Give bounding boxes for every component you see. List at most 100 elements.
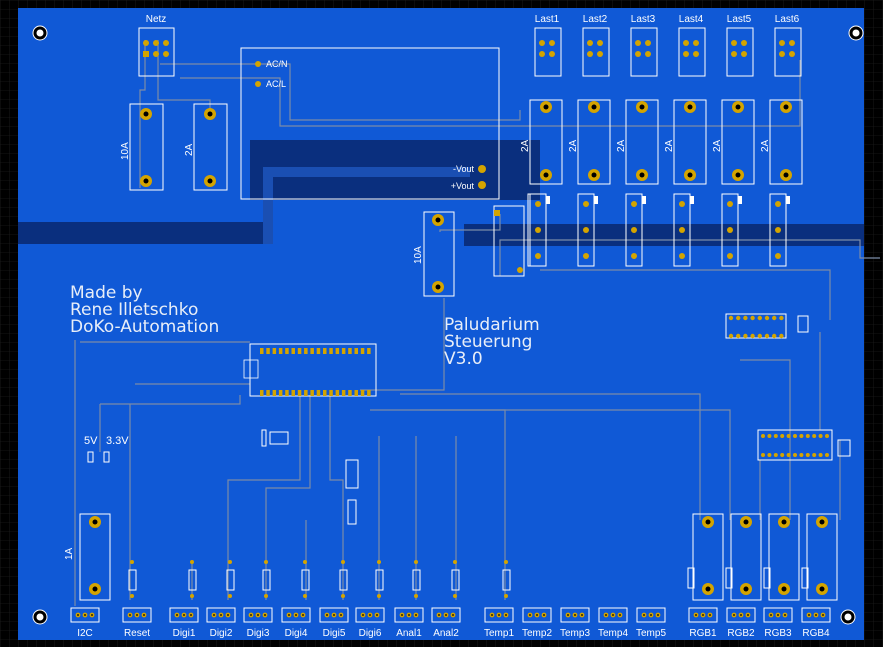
connector-digi3: Digi3: [243, 607, 273, 639]
connector-label: RGB1: [689, 628, 717, 639]
mounting-holes: [32, 25, 864, 625]
fuse-1a: 1A: [64, 513, 111, 601]
load-fuse-rating: 2A: [760, 139, 771, 152]
fuse-10a-main: 10A: [120, 103, 164, 191]
resistor: [375, 560, 384, 598]
resistor: [226, 560, 235, 598]
signal-traces: [74, 40, 880, 606]
fuse-10a-psu: 10A: [413, 211, 455, 297]
resistor: [128, 560, 137, 598]
load-channel: Last5 2A: [712, 14, 755, 267]
credit-line-1: Made by: [70, 283, 143, 303]
connector-label: Temp3: [560, 628, 590, 639]
ic-dip-22: [757, 429, 851, 461]
credit-line-2: Rene Illetschko: [70, 300, 198, 320]
connector-label: Temp4: [598, 628, 628, 639]
connector-label: RGB3: [764, 628, 792, 639]
power-traces: [263, 167, 470, 244]
connector-digi2: Digi2: [206, 607, 236, 639]
mains-label: Netz: [146, 14, 167, 25]
connector-label: Digi5: [323, 628, 346, 639]
psu-pin-acl: AC/L: [266, 79, 286, 89]
load-fuse-rating: 2A: [520, 139, 531, 152]
connector-label: Temp1: [484, 628, 514, 639]
project-title: Paludarium Steuerung V3.0: [444, 315, 540, 369]
resistor: [412, 560, 421, 598]
connector-temp5: Temp5: [636, 607, 666, 639]
project-line-1: Paludarium: [444, 315, 540, 335]
pulldown-resistors: [128, 560, 511, 598]
load-channel: Last6 2A: [760, 14, 803, 267]
load-channel: Last3 2A: [616, 14, 659, 267]
connector-anal1: Anal1: [394, 607, 424, 639]
resistor: [301, 560, 310, 598]
fuse-2a-aux: 2A: [184, 103, 228, 191]
mains-connector: Netz: [138, 14, 175, 77]
microcontroller-module: [243, 343, 377, 397]
connector-rgb4: RGB4: [801, 607, 831, 639]
rgb-fuse: [725, 513, 762, 601]
connector-label: I2C: [77, 628, 93, 639]
load-fuse-rating: 2A: [616, 139, 627, 152]
connector-rgb1: RGB1: [688, 607, 718, 639]
load-channel: Last2 2A: [568, 14, 611, 267]
small-components: [87, 429, 359, 525]
project-line-2: Steuerung: [444, 332, 532, 352]
connector-digi4: Digi4: [281, 607, 311, 639]
load-label: Last6: [775, 14, 800, 25]
connector-label: RGB4: [802, 628, 830, 639]
rgb-fuse-blocks: [687, 513, 838, 601]
connector-temp4: Temp4: [598, 607, 628, 639]
resistor: [188, 560, 197, 598]
resistor: [502, 560, 511, 598]
load-channel: Last4 2A: [664, 14, 707, 267]
credit-line-3: DoKo-Automation: [70, 317, 219, 337]
connector-reset: Reset: [122, 607, 152, 639]
connector-temp1: Temp1: [484, 607, 514, 639]
connector-temp3: Temp3: [560, 607, 590, 639]
connector-label: Digi6: [359, 628, 382, 639]
credit-text: Made by Rene Illetschko DoKo-Automation: [70, 283, 219, 337]
load-fuse-rating: 2A: [568, 139, 579, 152]
psu-pin-acn: AC/N: [266, 59, 288, 69]
connector-anal2: Anal2: [431, 607, 461, 639]
load-label: Last1: [535, 14, 560, 25]
load-label: Last2: [583, 14, 608, 25]
connector-digi6: Digi6: [355, 607, 385, 639]
rgb-fuse: [763, 513, 800, 601]
connector-label: Digi3: [247, 628, 270, 639]
psu-pin-vout-neg: -Vout: [453, 164, 475, 174]
power-supply-module: AC/N AC/L -Vout +Vout: [240, 47, 500, 200]
load-fuse-rating: 2A: [664, 139, 675, 152]
connector-i2c: I2C: [70, 607, 100, 639]
resistor: [339, 560, 348, 598]
load-label: Last4: [679, 14, 704, 25]
connector-label: Temp5: [636, 628, 666, 639]
connector-label: Reset: [124, 628, 150, 639]
project-line-3: V3.0: [444, 349, 483, 369]
input-switch-block: [493, 193, 547, 277]
connector-label: Anal2: [433, 628, 459, 639]
resistor: [451, 560, 460, 598]
load-label: Last5: [727, 14, 752, 25]
fuse-main-rating: 10A: [120, 142, 131, 160]
connector-label: Digi4: [285, 628, 308, 639]
connector-rgb3: RGB3: [763, 607, 793, 639]
voltage-label-5v: 5V: [84, 435, 98, 447]
rgb-fuse: [687, 513, 724, 601]
voltage-label-3v3: 3.3V: [106, 435, 129, 447]
resistor: [262, 560, 271, 598]
load-label: Last3: [631, 14, 656, 25]
fuse-psu-rating: 10A: [413, 246, 424, 264]
connector-label: RGB2: [727, 628, 755, 639]
connector-digi5: Digi5: [319, 607, 349, 639]
connector-digi1: Digi1: [169, 607, 199, 639]
connector-label: Temp2: [522, 628, 552, 639]
connector-label: Digi2: [210, 628, 233, 639]
connector-temp2: Temp2: [522, 607, 552, 639]
psu-pin-vout-pos: +Vout: [451, 181, 475, 191]
load-fuse-rating: 2A: [712, 139, 723, 152]
